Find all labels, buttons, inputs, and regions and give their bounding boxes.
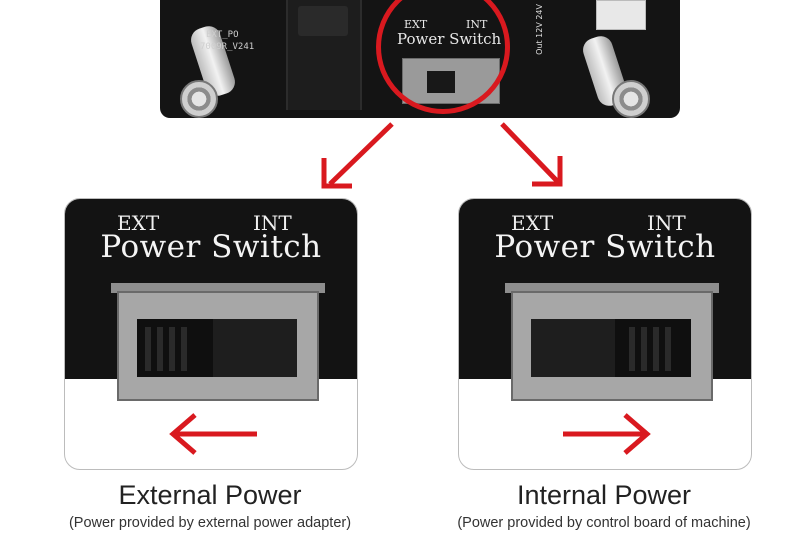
diagonal-arrow-icon: [500, 122, 563, 187]
arrow-left-icon: [169, 413, 257, 455]
panel-internal: EXT INT Power Switch: [458, 198, 752, 470]
subcaption-internal: (Power provided by control board of mach…: [457, 515, 751, 531]
switch-rail: [505, 283, 719, 293]
caption-internal: Internal Power: [516, 480, 692, 510]
slide-switch: [117, 291, 319, 401]
switch-knob: [137, 319, 213, 377]
connector: [596, 0, 646, 30]
pcb-text-2: 7009R_V241: [200, 42, 255, 52]
screw-right: [612, 80, 650, 118]
panel-title: Power Switch: [494, 229, 716, 265]
panel-label-int: INT: [647, 211, 686, 235]
switch-slot: [137, 319, 297, 377]
switch-rail: [111, 283, 325, 293]
pcb-text-1: EXT_PO: [206, 30, 239, 40]
caption-external: External Power: [118, 480, 302, 510]
panel-label-ext: EXT: [511, 211, 554, 235]
panel-title: Power Switch: [100, 229, 322, 265]
panel-label-ext: EXT: [117, 211, 160, 235]
power-jack: [286, 0, 362, 110]
panel-label-int: INT: [253, 211, 292, 235]
switch-slot: [531, 319, 691, 377]
switch-knob: [615, 319, 691, 377]
diagonal-arrow-icon: [321, 122, 394, 189]
pcb-side-text: Out 12V 24V: [535, 4, 544, 55]
panel-external: EXT INT Power Switch: [64, 198, 358, 470]
arrow-right-icon: [563, 413, 651, 455]
subcaption-external: (Power provided by external power adapte…: [68, 515, 352, 531]
slide-switch: [511, 291, 713, 401]
callout-circle: [376, 0, 510, 114]
screw-left: [180, 80, 218, 118]
